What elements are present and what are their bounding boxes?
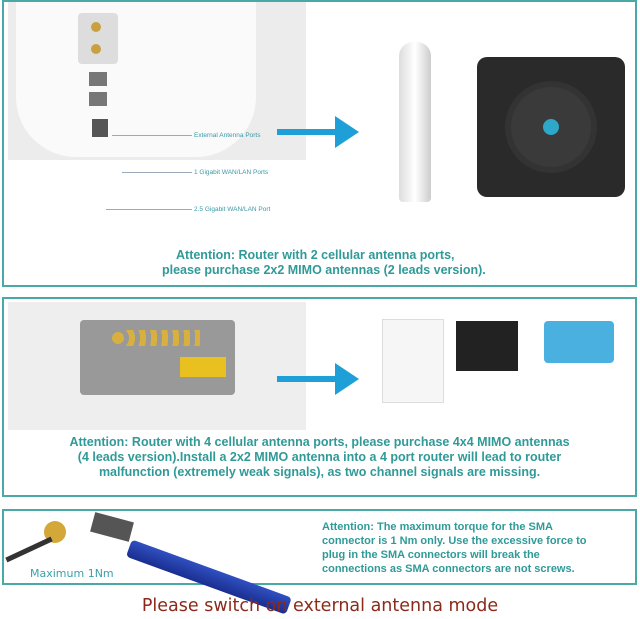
logo-icon <box>543 119 559 135</box>
leader-line <box>122 172 192 173</box>
attention-4x4: Attention: Router with 4 cellular antenn… <box>8 435 631 480</box>
antenna-ports <box>110 330 200 346</box>
white-panel-antenna-image <box>382 319 444 403</box>
attention-line: Attention: Router with 4 cellular antenn… <box>69 435 570 449</box>
panel-torque: Maximum 1Nm Attention: The maximum torqu… <box>2 509 637 615</box>
lan-ports <box>180 357 226 377</box>
antenna-port <box>91 22 101 32</box>
arrow-icon <box>277 363 359 395</box>
leader-line <box>106 209 192 210</box>
blue-antenna-image <box>544 321 614 363</box>
leader-line <box>112 135 192 136</box>
attention-line: please purchase 2x2 MIMO antennas (2 lea… <box>162 263 486 277</box>
router-4port-image <box>8 302 306 430</box>
antenna-port-plate <box>78 13 118 64</box>
attention-line: connector is 1 Nm only. Use the excessiv… <box>322 535 587 547</box>
attention-line: Attention: Router with 2 cellular antenn… <box>176 248 455 262</box>
router-image <box>8 2 306 160</box>
omni-antenna-image <box>399 42 431 202</box>
lan-port <box>89 92 107 106</box>
wan-port <box>92 119 108 137</box>
arrow-icon <box>277 116 359 148</box>
torque-label: Maximum 1Nm <box>30 567 114 580</box>
label-external-antenna-ports: External Antenna Ports <box>194 132 261 139</box>
cable-image <box>5 536 53 563</box>
black-antenna-image <box>456 321 518 371</box>
attention-line: malfunction (extremely weak signals), as… <box>98 465 541 479</box>
attention-2x2: Attention: Router with 2 cellular antenn… <box>162 248 486 278</box>
attention-line: (4 leads version).Install a 2x2 MIMO ant… <box>77 450 562 464</box>
antenna-port <box>91 44 101 54</box>
lan-port <box>89 72 107 86</box>
label-2-5-gigabit-port: 2.5 Gigabit WAN/LAN Port <box>194 206 271 213</box>
panel-antenna-image <box>477 57 625 197</box>
footer-note: Please switch on external antenna mode <box>141 596 499 616</box>
attention-line: connections as SMA connectors are not sc… <box>322 563 575 575</box>
attention-torque: Attention: The maximum torque for the SM… <box>322 520 587 576</box>
label-gigabit-ports: 1 Gigabit WAN/LAN Ports <box>194 169 269 176</box>
panel-4x4-router: Attention: Router with 4 cellular antenn… <box>2 297 637 497</box>
wrench-head <box>90 512 134 542</box>
attention-line: plug in the SMA connectors will break th… <box>322 549 540 561</box>
panel-2x2-router: External Antenna Ports 1 Gigabit WAN/LAN… <box>2 0 637 287</box>
attention-line: Attention: The maximum torque for the SM… <box>322 521 553 533</box>
